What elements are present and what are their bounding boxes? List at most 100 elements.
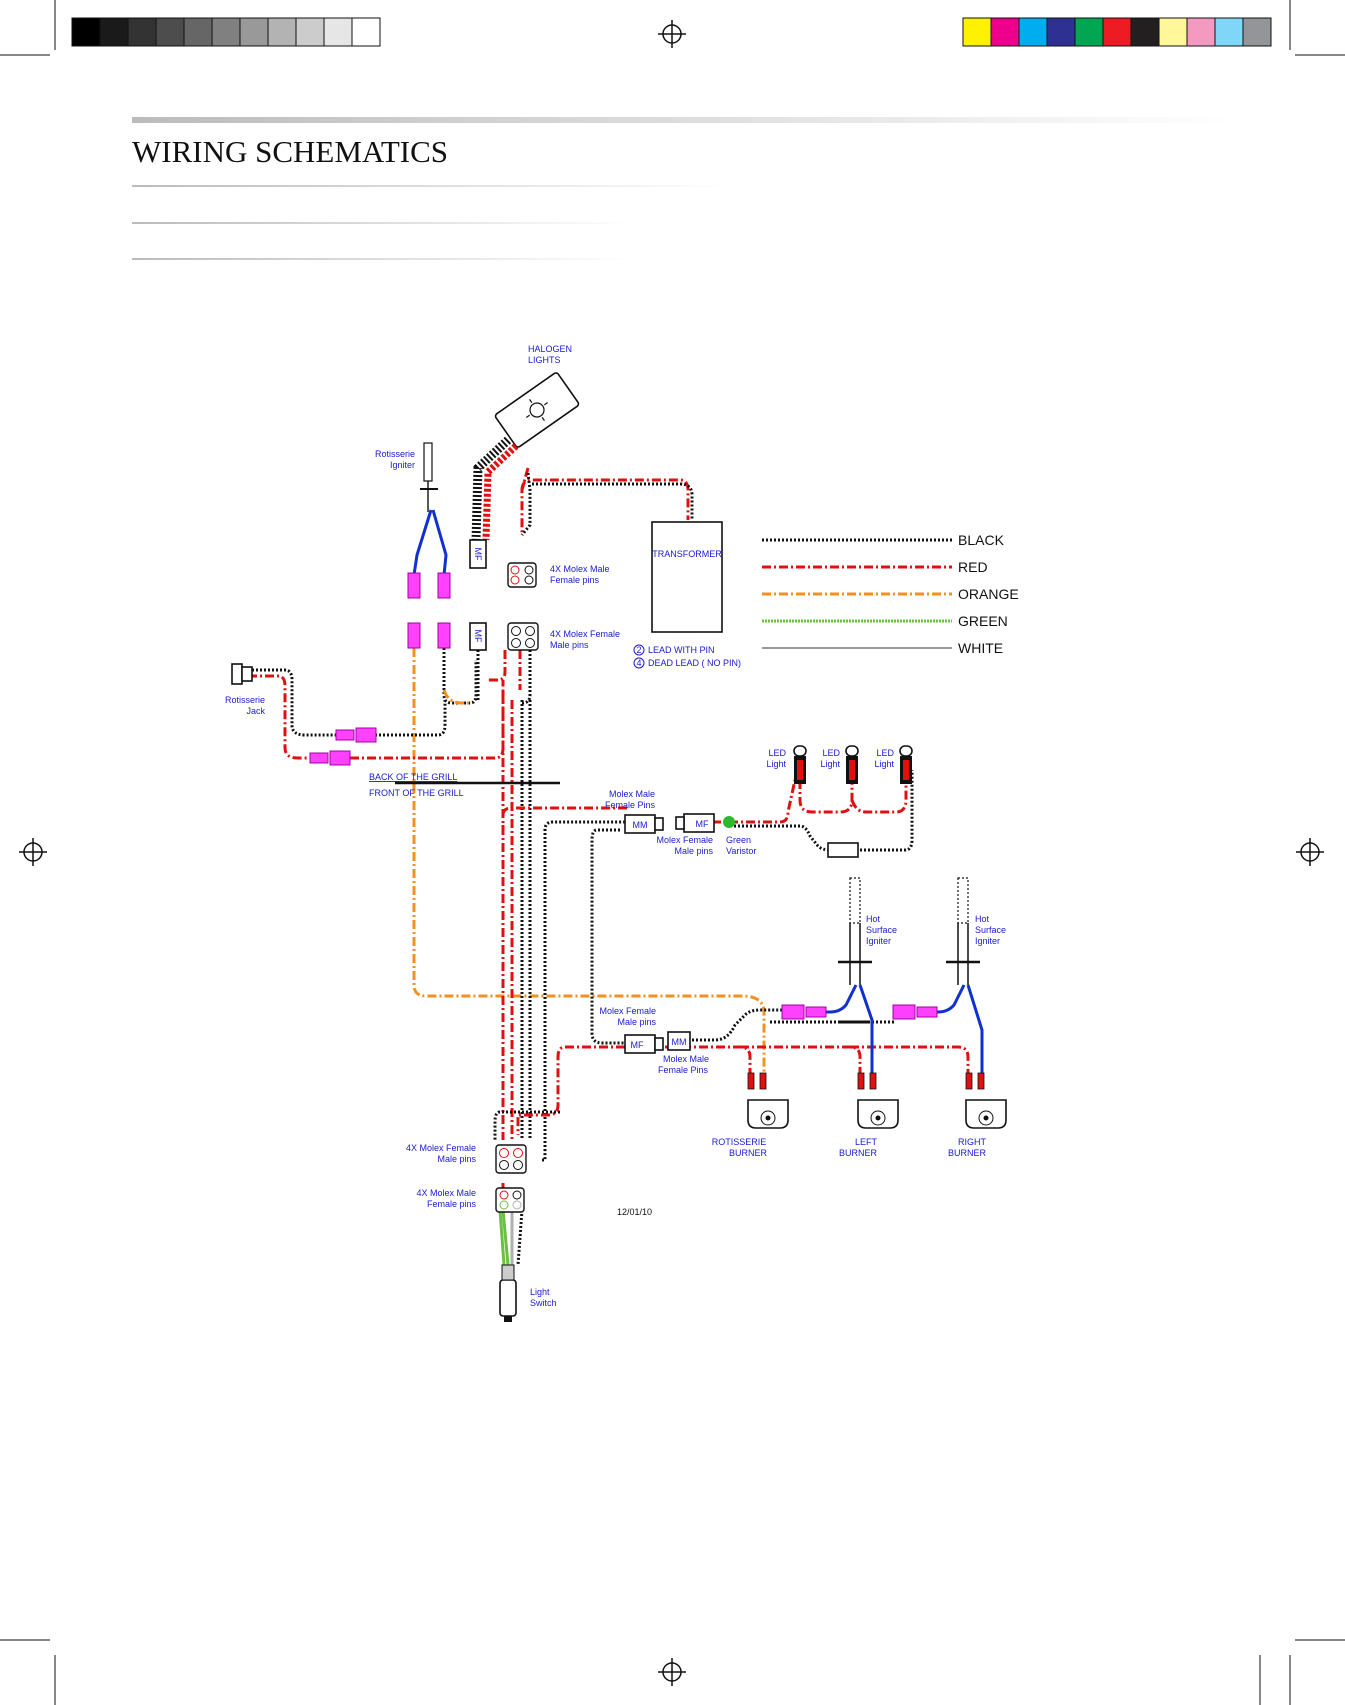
- green-varistor: [723, 816, 735, 828]
- left-burner-label-2: BURNER: [839, 1148, 878, 1158]
- led-1-label-1: LED: [768, 748, 786, 758]
- gray-bar-swatch: [351, 17, 381, 47]
- divider-line-2: [132, 222, 632, 224]
- registration-mark-left: [19, 838, 47, 866]
- molex-4x-male-bottom: [495, 1187, 525, 1213]
- mf-mid-label: MF: [696, 819, 709, 829]
- note-2-number: 4: [636, 658, 641, 668]
- note-dead-lead: DEAD LEAD ( NO PIN): [648, 658, 741, 668]
- back-of-grill-label: BACK OF THE GRILL: [369, 772, 457, 782]
- color-bar-swatch: [1186, 17, 1216, 47]
- registration-mark-top: [658, 20, 686, 48]
- molex-4x-female-top: [507, 622, 539, 651]
- molex-female-low-label-1: Molex Female: [599, 1006, 656, 1016]
- rot-igniter-label-1: Rotisserie: [375, 449, 415, 459]
- mf-top-label: MF: [473, 548, 483, 561]
- light-switch: [499, 1264, 517, 1322]
- molex-female-bottom-label-2: Male pins: [437, 1154, 476, 1164]
- molex-4x-female-bottom: [495, 1144, 527, 1174]
- inline-connector-jack-black: [335, 727, 377, 743]
- color-bar-swatch: [1242, 17, 1272, 47]
- hsi-connector-left: [781, 1004, 827, 1020]
- color-bar-swatch: [1130, 17, 1160, 47]
- gray-bar-swatch: [99, 17, 129, 47]
- gray-bar-swatch: [183, 17, 213, 47]
- color-bar: [962, 17, 1272, 47]
- gray-bar-swatch: [127, 17, 157, 47]
- legend-label-orange: ORANGE: [958, 586, 1019, 602]
- note-1-marker: [633, 644, 645, 656]
- molex-female-top-label-1: 4X Molex Female: [550, 629, 620, 639]
- mf-connector-top-lower: [469, 622, 487, 651]
- molex-female-mid-label-1: Molex Female: [656, 835, 713, 845]
- registration-mark-right: [1296, 838, 1324, 866]
- divider-line-3: [132, 258, 632, 260]
- green-varistor-label-2: Varistor: [726, 846, 756, 856]
- molex-mf-low: [624, 1034, 664, 1054]
- led-3-label-2: Light: [874, 759, 894, 769]
- rotisserie-igniter: [420, 442, 438, 512]
- note-1-number: 2: [636, 645, 641, 655]
- halogen-label-1: HALOGEN: [528, 344, 572, 354]
- color-bar-swatch: [1074, 17, 1104, 47]
- molex-mf-mid: [675, 813, 715, 833]
- halogen-label-2: LIGHTS: [528, 355, 561, 365]
- rot-jack-label-1: Rotisserie: [225, 695, 265, 705]
- led-resistor: [827, 842, 859, 858]
- molex-mm-low: [667, 1031, 691, 1051]
- molex-male-bottom-label-2: Female pins: [427, 1199, 477, 1209]
- rotisserie-burner: [747, 1072, 789, 1129]
- gray-bar-swatch: [239, 17, 269, 47]
- rot-igniter-terminal-2: [437, 572, 451, 599]
- right-burner-label-2: BURNER: [948, 1148, 987, 1158]
- hsi-left-label-3: Igniter: [866, 936, 891, 946]
- rot-burner-label-1: ROTISSERIE: [712, 1137, 767, 1147]
- led-1-label-2: Light: [766, 759, 786, 769]
- light-switch-label-1: Light: [530, 1287, 550, 1297]
- rot-igniter-terminal-4: [437, 622, 451, 649]
- labels: HALOGEN LIGHTS Rotisserie Igniter 4X Mol…: [225, 344, 1006, 1308]
- left-burner-label-1: LEFT: [855, 1137, 878, 1147]
- left-burner: [857, 1072, 899, 1129]
- right-burner-label-1: RIGHT: [958, 1137, 987, 1147]
- rot-jack-label-2: Jack: [246, 706, 265, 716]
- grayscale-bar: [71, 17, 381, 47]
- wires: [248, 467, 984, 1266]
- rot-igniter-label-2: Igniter: [390, 460, 415, 470]
- color-bar-swatch: [1158, 17, 1188, 47]
- gray-bar-swatch: [211, 17, 241, 47]
- hsi-left-label-2: Surface: [866, 925, 897, 935]
- color-bar-swatch: [962, 17, 992, 47]
- molex-female-mid-label-2: Male pins: [674, 846, 713, 856]
- hot-surface-igniter-left: [838, 877, 872, 985]
- divider-line-1: [132, 185, 732, 187]
- molex-male-top-label-1: 4X Molex Male: [550, 564, 610, 574]
- note-lead-with-pin: LEAD WITH PIN: [648, 645, 715, 655]
- header-rule: [132, 117, 1232, 123]
- transformer-box: [651, 521, 723, 633]
- halogen-connector-mf: [469, 539, 487, 569]
- legend-label-green: GREEN: [958, 613, 1008, 629]
- molex-mm-mid: [624, 814, 664, 834]
- hsi-right-label-3: Igniter: [975, 936, 1000, 946]
- gray-bar-swatch: [155, 17, 185, 47]
- color-bar-swatch: [1102, 17, 1132, 47]
- molex-male-top-label-2: Female pins: [550, 575, 600, 585]
- led-light-2: [845, 745, 859, 784]
- gray-bar-swatch: [71, 17, 101, 47]
- legend-label-white: WHITE: [958, 640, 1003, 656]
- right-burner: [965, 1072, 1007, 1129]
- mf-top2-label: MF: [473, 630, 483, 643]
- molex-male-mid-label-1: Molex Male: [609, 789, 655, 799]
- hsi-right-label-2: Surface: [975, 925, 1006, 935]
- rot-burner-label-2: BURNER: [729, 1148, 768, 1158]
- green-varistor-label-1: Green: [726, 835, 751, 845]
- molex-female-low-label-2: Male pins: [617, 1017, 656, 1027]
- molex-male-mid-label-2: Female Pins: [605, 800, 656, 810]
- color-bar-swatch: [1018, 17, 1048, 47]
- led-light-3: [899, 745, 913, 784]
- gray-bar-swatch: [267, 17, 297, 47]
- molex-male-low-label-1: Molex Male: [663, 1054, 709, 1064]
- gray-bar-swatch: [295, 17, 325, 47]
